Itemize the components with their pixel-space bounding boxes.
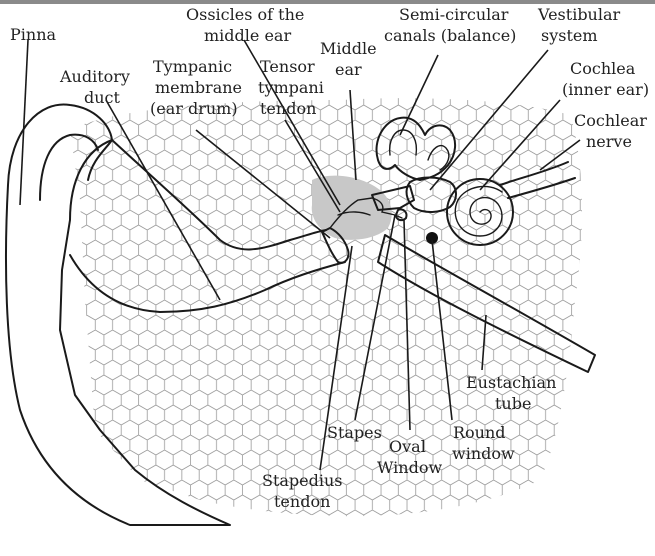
label-stapedius-line1: Stapedius bbox=[262, 471, 343, 490]
label-middle-ear-line2: ear bbox=[335, 60, 362, 79]
label-tympanic-line3: (ear drum) bbox=[150, 99, 238, 118]
label-tympanic-membrane: Tympanic membrane (ear drum) bbox=[150, 57, 247, 118]
label-tympanic-line1: Tympanic bbox=[153, 57, 232, 76]
label-oval-window-line2: Window bbox=[377, 458, 442, 477]
label-auditory-duct: Auditory duct bbox=[59, 67, 135, 107]
label-tensor-line3: tendon bbox=[260, 99, 316, 118]
label-cochlear-nerve: Cochlear nerve bbox=[574, 111, 652, 151]
label-pinna: Pinna bbox=[10, 25, 56, 44]
label-eustachian-line2: tube bbox=[495, 394, 531, 413]
label-semicircular-canals: Semi-circular canals (balance) bbox=[384, 5, 516, 45]
label-semicircular-line2: canals (balance) bbox=[384, 26, 516, 45]
label-tensor-line1: Tensor bbox=[260, 57, 315, 76]
label-cochlea: Cochlea (inner ear) bbox=[562, 59, 649, 99]
label-tympanic-line2: membrane bbox=[155, 78, 242, 97]
label-tensor-line2: tympani bbox=[258, 78, 324, 97]
label-stapedius-line2: tendon bbox=[274, 492, 330, 511]
label-ossicles-line1: Ossicles of the bbox=[186, 5, 304, 24]
label-ossicles-line2: middle ear bbox=[204, 26, 291, 45]
label-cochlea-line1: Cochlea bbox=[570, 59, 636, 78]
label-ossicles: Ossicles of the middle ear bbox=[186, 5, 309, 45]
label-auditory-duct-line2: duct bbox=[84, 88, 121, 107]
label-round-window-line1: Round bbox=[453, 423, 506, 442]
label-round-window-line2: window bbox=[452, 444, 515, 463]
label-stapes: Stapes bbox=[327, 423, 382, 442]
label-semicircular-line1: Semi-circular bbox=[399, 5, 509, 24]
label-middle-ear-line1: Middle bbox=[320, 39, 377, 58]
label-cochlear-nerve-line2: nerve bbox=[586, 132, 632, 151]
label-vestibular-line1: Vestibular bbox=[537, 5, 621, 24]
label-cochlear-nerve-line1: Cochlear bbox=[574, 111, 647, 130]
label-vestibular-line2: system bbox=[541, 26, 598, 45]
label-oval-window-line1: Oval bbox=[389, 437, 426, 456]
label-cochlea-line2: (inner ear) bbox=[562, 80, 649, 99]
label-vestibular-system: Vestibular system bbox=[537, 5, 625, 45]
label-middle-ear: Middle ear bbox=[320, 39, 382, 79]
label-auditory-duct-line1: Auditory bbox=[59, 67, 130, 86]
label-eustachian-line1: Eustachian bbox=[466, 373, 556, 392]
